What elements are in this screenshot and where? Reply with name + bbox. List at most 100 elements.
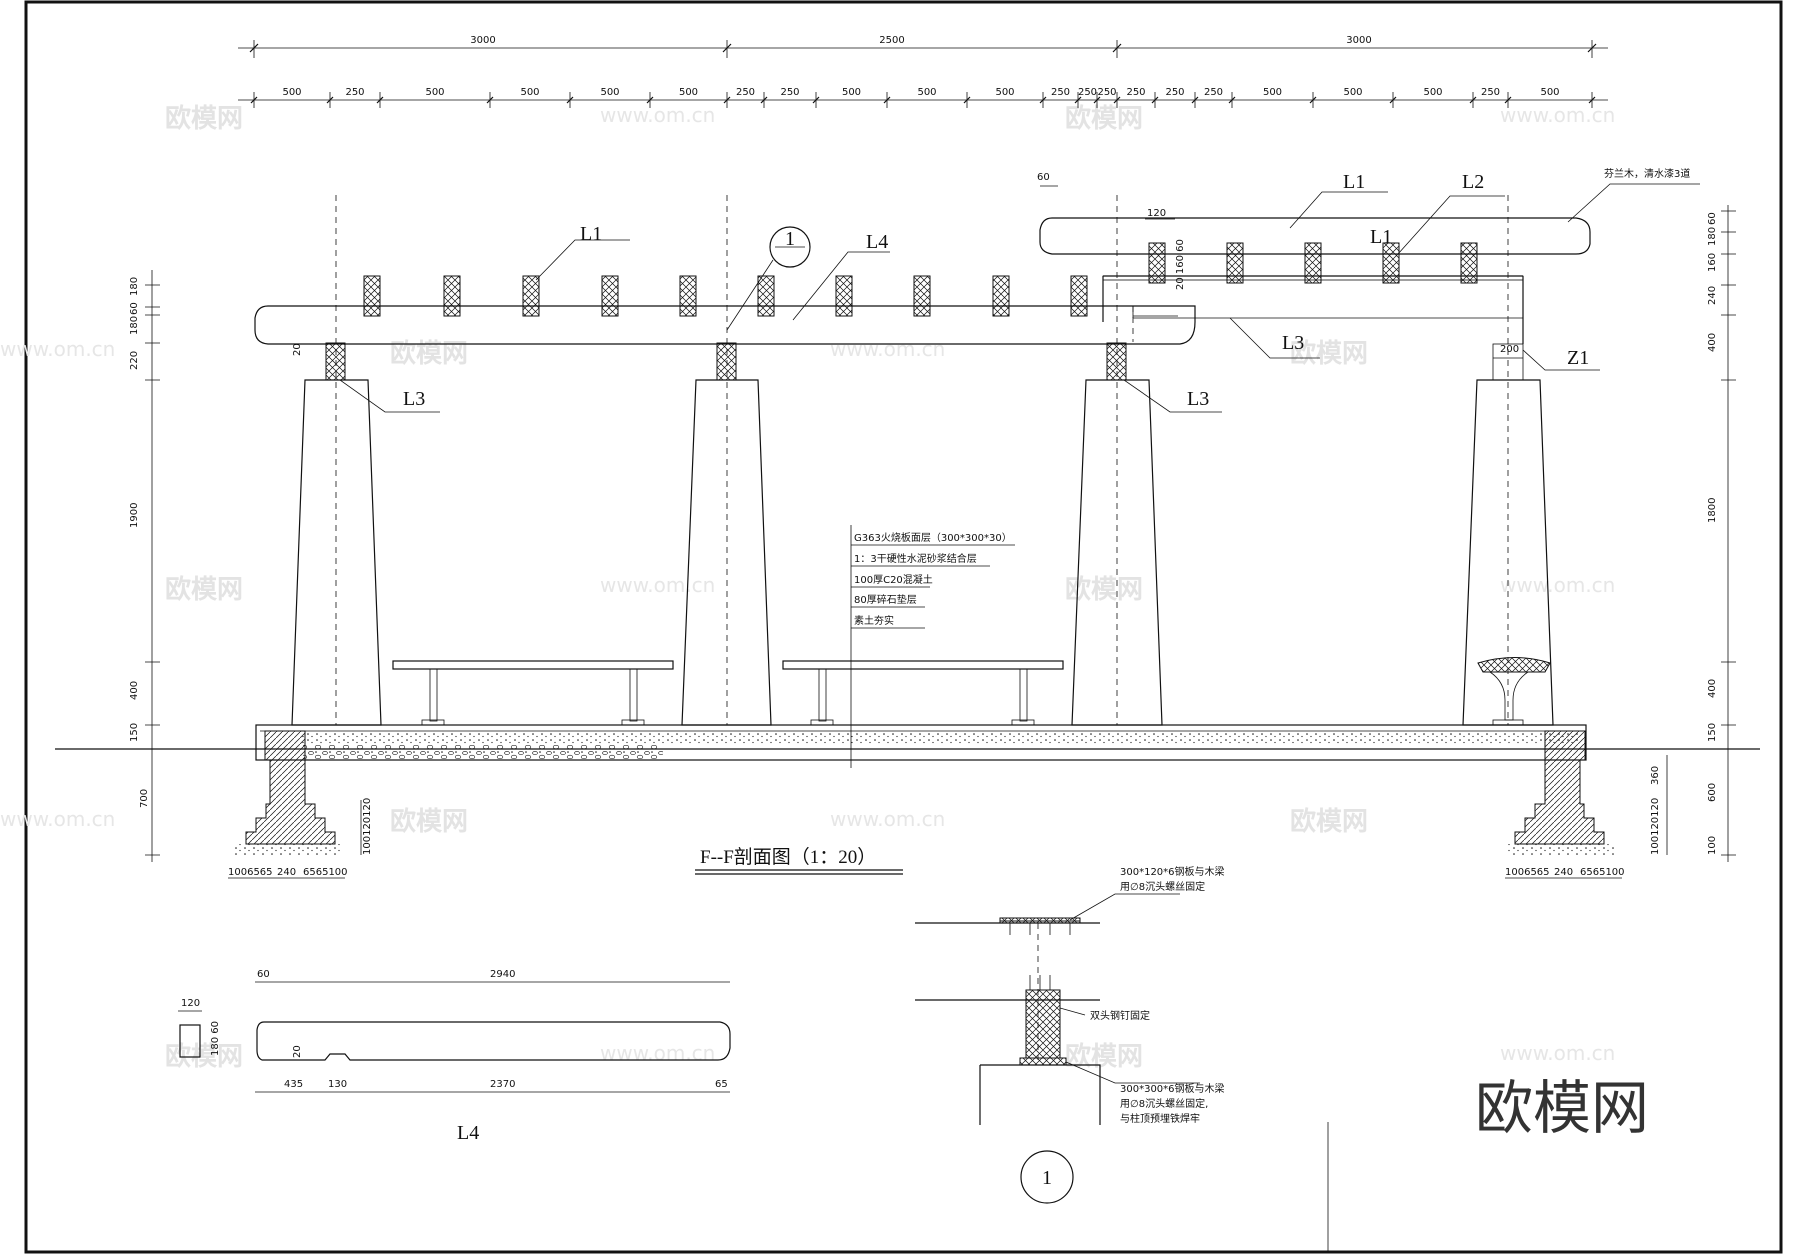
floor-layer-3: 100厚C20混凝土 bbox=[854, 573, 933, 586]
joist-7 bbox=[835, 275, 853, 317]
svg-text:www.om.cn: www.om.cn bbox=[830, 337, 945, 361]
svg-text:60: 60 bbox=[1707, 212, 1718, 225]
svg-text:2370: 2370 bbox=[490, 1079, 515, 1090]
stool bbox=[1477, 657, 1551, 673]
segment-dim-17: 250 bbox=[1204, 87, 1223, 98]
svg-text:100: 100 bbox=[1707, 836, 1718, 855]
svg-text:60: 60 bbox=[257, 969, 270, 980]
small-dimensions: 60 120 200 20 20 160 60 bbox=[292, 172, 1523, 359]
segment-dim-5: 500 bbox=[600, 87, 619, 98]
floor-slab bbox=[255, 724, 1587, 761]
floor-layer-1: G363火烧板面层（300*300*30） bbox=[854, 531, 1012, 544]
dim-overall-3: 3000 bbox=[1346, 35, 1371, 46]
column-2 bbox=[681, 379, 772, 726]
svg-text:180: 180 bbox=[129, 277, 140, 296]
segment-dim-18: 500 bbox=[1263, 87, 1282, 98]
watermark-layer: 欧模网 欧模网 欧模网 欧模网 欧模网 欧模网 欧模网 欧模网 欧模网 欧模网 … bbox=[0, 103, 1615, 1072]
svg-text:400: 400 bbox=[1707, 333, 1718, 352]
svg-text:240: 240 bbox=[277, 867, 296, 878]
label-l3-b: L3 bbox=[1187, 388, 1209, 410]
l4-detail: 60 2940 435 130 2370 65 20 L4 120 180 60 bbox=[178, 969, 731, 1144]
segment-dim-2: 250 bbox=[345, 87, 364, 98]
joist-4 bbox=[601, 275, 619, 317]
svg-text:www.om.cn: www.om.cn bbox=[1500, 103, 1615, 127]
detail-1: 300*120*6钢板与木梁 用∅8沉头螺丝固定 双头钢钉固定 300*300*… bbox=[915, 865, 1225, 1204]
joist-6 bbox=[757, 275, 775, 317]
svg-text:120: 120 bbox=[181, 998, 200, 1009]
svg-text:6565100: 6565100 bbox=[303, 867, 348, 878]
svg-text:www.om.cn: www.om.cn bbox=[1500, 573, 1615, 597]
svg-text:欧模网: 欧模网 bbox=[165, 1041, 243, 1072]
svg-text:600: 600 bbox=[1707, 783, 1718, 802]
svg-text:400: 400 bbox=[129, 681, 140, 700]
svg-text:130: 130 bbox=[328, 1079, 347, 1090]
label-l1-right: L1 bbox=[1343, 171, 1365, 193]
detail-1-circle bbox=[1020, 1150, 1074, 1204]
svg-text:1800: 1800 bbox=[1707, 498, 1718, 523]
svg-text:欧模网: 欧模网 bbox=[165, 103, 243, 134]
svg-text:www.om.cn: www.om.cn bbox=[600, 103, 715, 127]
svg-text:www.om.cn: www.om.cn bbox=[1500, 1041, 1615, 1065]
detail-marker-label: 1 bbox=[785, 228, 795, 250]
svg-text:65: 65 bbox=[715, 1079, 728, 1090]
l4-section bbox=[179, 1024, 201, 1058]
column-cap-blocks bbox=[325, 342, 1127, 381]
svg-text:欧模网: 欧模网 bbox=[390, 806, 468, 837]
joist-8 bbox=[913, 275, 931, 317]
svg-text:欧模网: 欧模网 bbox=[390, 338, 468, 369]
svg-text:180 60: 180 60 bbox=[210, 1021, 221, 1056]
segment-dim-21: 250 bbox=[1481, 87, 1500, 98]
svg-text:www.om.cn: www.om.cn bbox=[600, 573, 715, 597]
svg-text:360: 360 bbox=[1650, 766, 1661, 785]
segment-dim-12: 250 bbox=[1051, 87, 1070, 98]
beam-l1-right bbox=[1039, 217, 1591, 255]
detail-1-label: 1 bbox=[1042, 1167, 1052, 1189]
svg-text:欧模网: 欧模网 bbox=[1290, 338, 1368, 369]
detail-1-timber-block bbox=[1025, 989, 1061, 1059]
joist-right-3 bbox=[1304, 242, 1322, 284]
brand-logo-text: 欧模网 bbox=[1475, 1074, 1649, 1142]
svg-text:240: 240 bbox=[1707, 286, 1718, 305]
svg-text:400: 400 bbox=[1707, 679, 1718, 698]
label-l2: L2 bbox=[1462, 171, 1484, 193]
sheet-border bbox=[24, 0, 1783, 1254]
svg-text:www.om.cn: www.om.cn bbox=[830, 807, 945, 831]
svg-text:20: 20 bbox=[292, 343, 303, 356]
segment-dim-6: 500 bbox=[679, 87, 698, 98]
benches bbox=[392, 657, 1551, 726]
svg-text:www.om.cn: www.om.cn bbox=[600, 1041, 715, 1065]
svg-text:160: 160 bbox=[1707, 253, 1718, 272]
svg-text:700: 700 bbox=[139, 789, 150, 808]
axis-lines bbox=[335, 195, 1509, 725]
segment-dim-20: 500 bbox=[1423, 87, 1442, 98]
segment-dim-10: 500 bbox=[917, 87, 936, 98]
section-title: F--F剖面图（1：20） bbox=[700, 846, 876, 868]
svg-text:欧模网: 欧模网 bbox=[1065, 1041, 1143, 1072]
joists-left bbox=[363, 275, 1088, 317]
label-l3-right: L3 bbox=[1282, 332, 1304, 354]
svg-text:1006565: 1006565 bbox=[1505, 867, 1550, 878]
svg-text:用∅8沉头螺丝固定,: 用∅8沉头螺丝固定, bbox=[1120, 1097, 1208, 1110]
callout-labels: L1 1 L4 L1 L2 L1 L3 Z1 L3 L3 芬兰木，清水漆3道 bbox=[339, 167, 1700, 413]
dim-overall-1: 3000 bbox=[470, 35, 495, 46]
note-finish: 芬兰木，清水漆3道 bbox=[1604, 167, 1690, 180]
floor-layer-4: 80厚碎石垫层 bbox=[854, 593, 917, 606]
floor-layer-2: 1：3干硬性水泥砂浆结合层 bbox=[854, 552, 977, 565]
detail-marker-circle bbox=[769, 226, 811, 268]
svg-text:200: 200 bbox=[1500, 344, 1519, 355]
svg-text:100120120: 100120120 bbox=[362, 798, 373, 855]
label-z1: Z1 bbox=[1567, 347, 1589, 369]
column-4-neck bbox=[1492, 343, 1524, 381]
segment-dim-9: 500 bbox=[842, 87, 861, 98]
l4-detail-label: L4 bbox=[457, 1122, 479, 1144]
svg-text:欧模网: 欧模网 bbox=[1065, 103, 1143, 134]
joist-right-1 bbox=[1148, 242, 1166, 284]
svg-text:欧模网: 欧模网 bbox=[1290, 806, 1368, 837]
bench-2 bbox=[782, 660, 1064, 670]
svg-text:220: 220 bbox=[129, 351, 140, 370]
l4-beam-elevation bbox=[256, 1021, 731, 1061]
segment-dim-3: 500 bbox=[425, 87, 444, 98]
svg-text:6565100: 6565100 bbox=[1580, 867, 1625, 878]
svg-text:1900: 1900 bbox=[129, 503, 140, 528]
